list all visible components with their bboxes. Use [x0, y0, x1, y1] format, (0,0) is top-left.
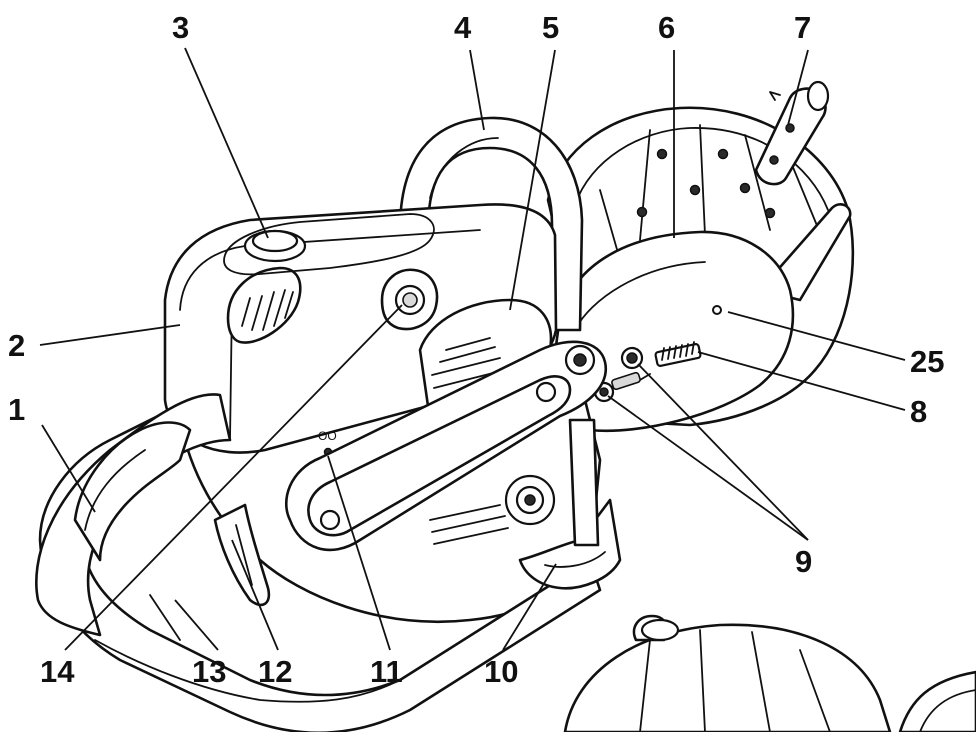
callout-12: 12	[258, 654, 292, 689]
callout-6: 6	[658, 10, 675, 45]
callout-4: 4	[454, 10, 472, 45]
leader-9b	[637, 363, 809, 541]
belt-pulley	[504, 474, 556, 526]
callout-8: 8	[910, 394, 927, 429]
callout-14: 14	[40, 654, 75, 689]
leader-lines	[39, 47, 906, 651]
leader-2	[39, 324, 181, 346]
decompression-valve[interactable]	[243, 229, 307, 263]
cutting-arm	[554, 230, 795, 432]
arm-hole-25	[712, 305, 722, 315]
callout-2: 2	[8, 328, 25, 363]
callout-5: 5	[542, 10, 559, 45]
callout-13: 13	[192, 654, 226, 689]
leader-9a	[607, 395, 809, 541]
handle-arm-bar	[285, 340, 608, 552]
belt-tension-spring	[654, 341, 702, 367]
cylinder-cover-vents	[226, 266, 302, 344]
leader-14	[64, 304, 403, 651]
support-foot	[518, 418, 622, 590]
panel-marking: OO	[318, 429, 337, 443]
leader-13	[174, 599, 219, 651]
secondary-cutter-view	[563, 614, 976, 732]
leader-5	[509, 49, 556, 311]
rear-handle[interactable]	[35, 393, 602, 732]
guard-adjustment-handle[interactable]	[754, 80, 830, 186]
callout-1: 1	[8, 392, 25, 427]
callout-9: 9	[795, 544, 812, 579]
callout-25: 25	[910, 344, 944, 379]
callout-10: 10	[484, 654, 518, 689]
leader-12	[231, 539, 279, 651]
leader-25	[727, 311, 906, 361]
fuel-tank	[94, 594, 401, 703]
leader-11	[327, 455, 391, 651]
leader-8	[697, 351, 906, 411]
leader-3	[184, 47, 269, 239]
leader-4	[469, 49, 485, 131]
start-throttle-lock-knob[interactable]	[380, 268, 439, 331]
throttle-trigger[interactable]	[213, 503, 271, 607]
leader-1	[41, 424, 96, 513]
leader-10	[502, 563, 557, 651]
callout-7: 7	[794, 10, 811, 45]
front-handle[interactable]	[398, 116, 584, 332]
callout-11: 11	[370, 654, 403, 689]
callout-labels: 1 2 3 4 5 6 7 8 9 10 11 12 13 14 25	[8, 10, 944, 689]
callout-3: 3	[172, 10, 189, 45]
lower-fins	[429, 504, 509, 545]
leader-7	[787, 49, 809, 126]
